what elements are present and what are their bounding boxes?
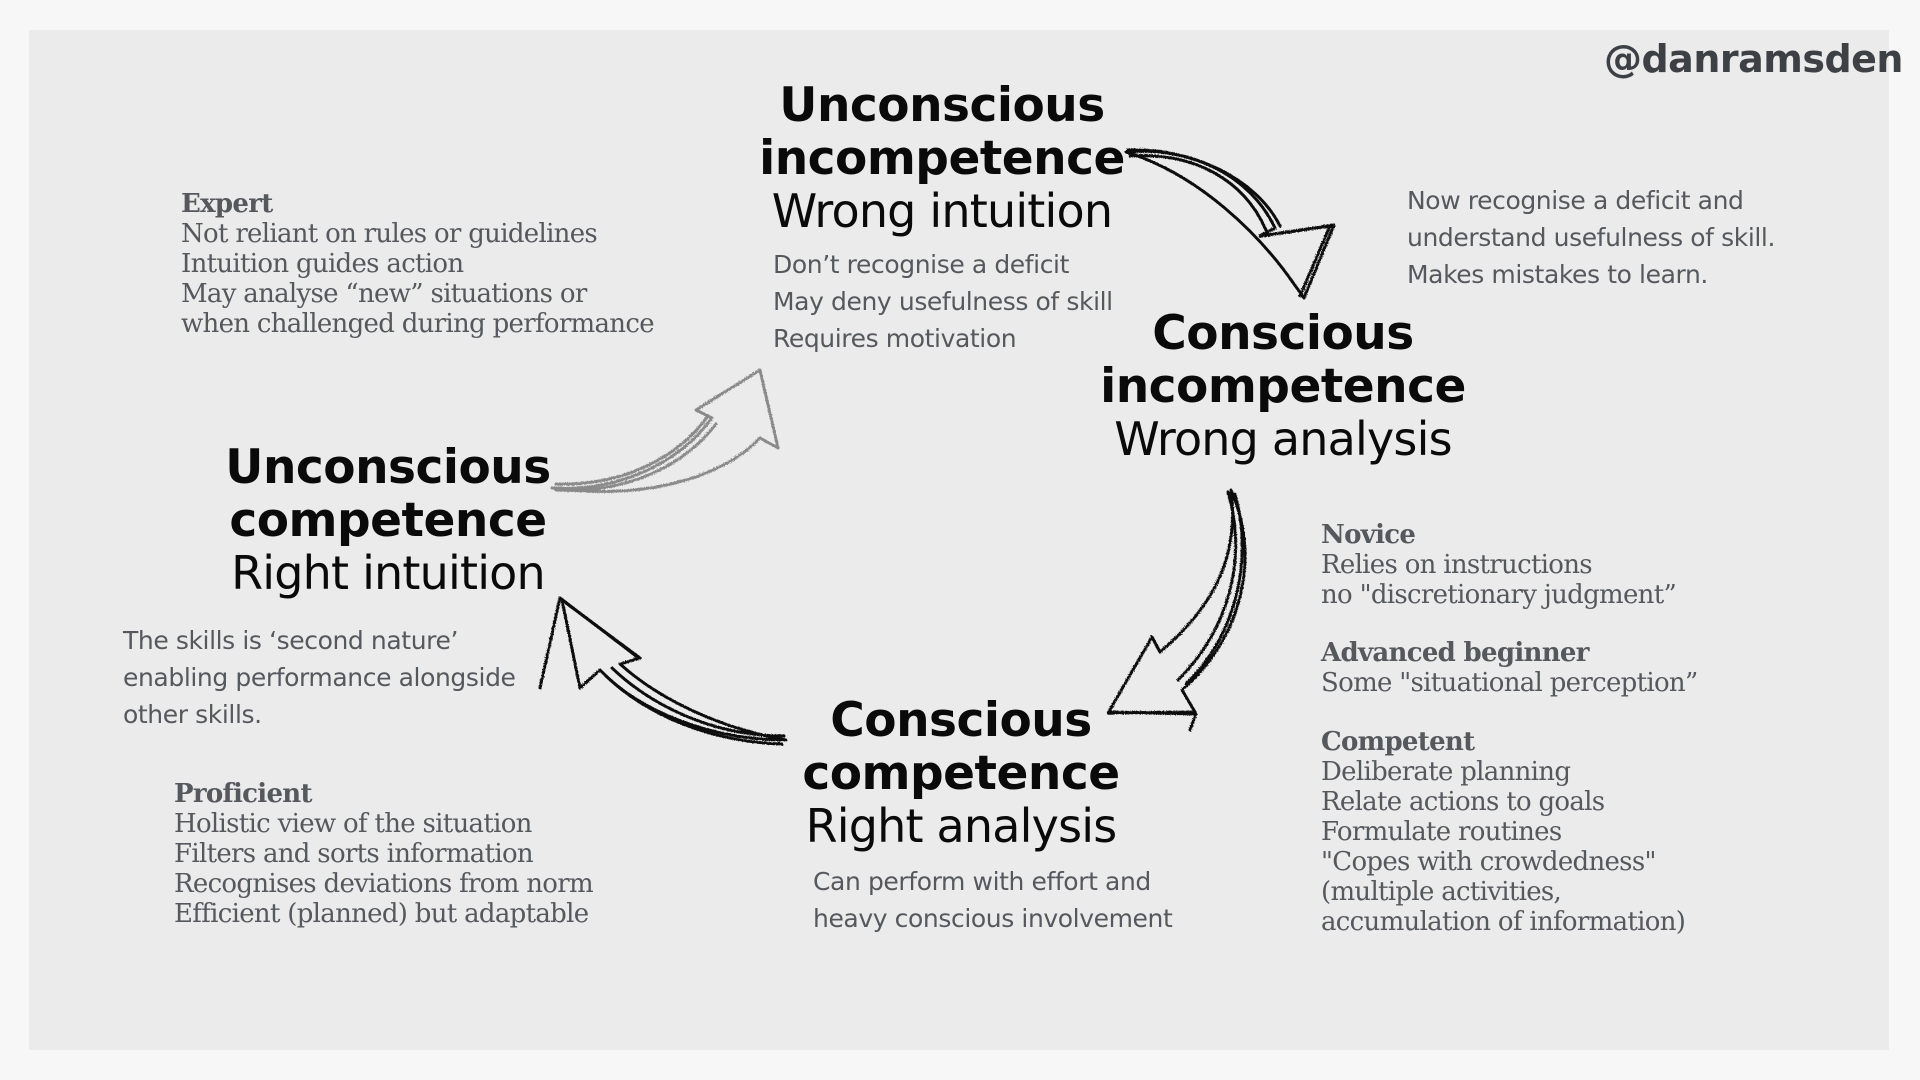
stage-title-line2: competence — [802, 746, 1120, 801]
diagram-canvas — [29, 30, 1889, 1050]
description-line: Can perform with effort and — [813, 867, 1151, 896]
description-line: Requires motivation — [773, 324, 1017, 353]
stage-subtitle: Right intuition — [231, 546, 546, 600]
curved-arrow-down-left-icon — [1106, 488, 1247, 732]
description-line: heavy conscious involvement — [813, 904, 1173, 933]
stage-title-line1: Unconscious — [225, 440, 551, 495]
level-line: no "discretionary judgment” — [1321, 580, 1677, 610]
description-line: The skills is ‘second nature’ — [123, 626, 458, 655]
stage-subtitle: Wrong analysis — [1114, 412, 1452, 466]
stage-subtitle: Right analysis — [805, 799, 1118, 853]
level-line: "Copes with crowdedness" — [1321, 847, 1656, 877]
level-line: Holistic view of the situation — [174, 809, 532, 839]
description-line: enabling performance alongside — [123, 663, 516, 692]
level-line: May analyse “new” situations or — [181, 279, 587, 309]
level-line: Efficient (planned) but adaptable — [174, 899, 589, 929]
stage-title-line1: Unconscious — [779, 78, 1105, 133]
description-line: Don’t recognise a deficit — [773, 250, 1070, 279]
level-line: (multiple activities, — [1321, 877, 1562, 907]
stage-description-unconscious-incompetence: Don’t recognise a deficit May deny usefu… — [773, 246, 1113, 357]
level-line: Recognises deviations from norm — [174, 869, 594, 899]
level-heading: Expert — [181, 189, 273, 219]
stage-title-line2: incompetence — [759, 131, 1125, 186]
level-line: Relate actions to goals — [1321, 787, 1605, 817]
curved-arrow-up-right-icon — [550, 368, 780, 493]
stage-title-line2: incompetence — [1100, 359, 1466, 414]
level-line: accumulation of information) — [1321, 907, 1686, 937]
stage-conscious-incompetence: Conscious incompetence Wrong analysis — [1083, 310, 1483, 462]
stage-title-line1: Conscious — [830, 693, 1092, 748]
level-line: Formulate routines — [1321, 817, 1562, 847]
description-line: May deny usefulness of skill — [773, 287, 1113, 316]
author-handle: @danramsden — [1603, 37, 1904, 81]
level-line: Deliberate planning — [1321, 757, 1571, 787]
level-heading: Proficient — [174, 779, 313, 809]
level-line: Not reliant on rules or guidelines — [181, 219, 598, 249]
description-line: understand usefulness of skill. — [1407, 223, 1776, 252]
level-proficient: Proficient Holistic view of the situatio… — [174, 779, 594, 929]
level-heading: Novice — [1321, 520, 1416, 550]
level-advanced-beginner: Advanced beginner Some "situational perc… — [1321, 638, 1698, 698]
level-heading: Advanced beginner — [1321, 638, 1589, 668]
level-heading: Competent — [1321, 727, 1475, 757]
level-line: Intuition guides action — [181, 249, 464, 279]
stage-title-line1: Conscious — [1152, 306, 1414, 361]
level-line: when challenged during performance — [181, 309, 655, 339]
stage-title-line2: competence — [229, 493, 547, 548]
stage-description-unconscious-competence: The skills is ‘second nature’ enabling p… — [123, 622, 516, 733]
level-line: Filters and sorts information — [174, 839, 534, 869]
stage-description-conscious-incompetence: Now recognise a deficit and understand u… — [1407, 182, 1775, 293]
stage-description-conscious-competence: Can perform with effort and heavy consci… — [813, 863, 1173, 937]
description-line: Now recognise a deficit and — [1407, 186, 1744, 215]
level-line: Relies on instructions — [1321, 550, 1593, 580]
level-novice: Novice Relies on instructions no "discre… — [1321, 520, 1677, 610]
level-expert: Expert Not reliant on rules or guideline… — [181, 189, 655, 339]
description-line: Makes mistakes to learn. — [1407, 260, 1708, 289]
stage-unconscious-incompetence: Unconscious incompetence Wrong intuition — [742, 82, 1142, 234]
curved-arrow-right-down-icon — [1124, 148, 1336, 300]
level-competent: Competent Deliberate planning Relate act… — [1321, 727, 1686, 937]
stage-subtitle: Wrong intuition — [771, 184, 1113, 238]
curved-arrow-left-up-icon — [538, 596, 788, 746]
stage-conscious-competence: Conscious competence Right analysis — [761, 697, 1161, 849]
level-line: Some "situational perception” — [1321, 668, 1698, 698]
stage-unconscious-competence: Unconscious competence Right intuition — [188, 444, 588, 596]
description-line: other skills. — [123, 700, 262, 729]
